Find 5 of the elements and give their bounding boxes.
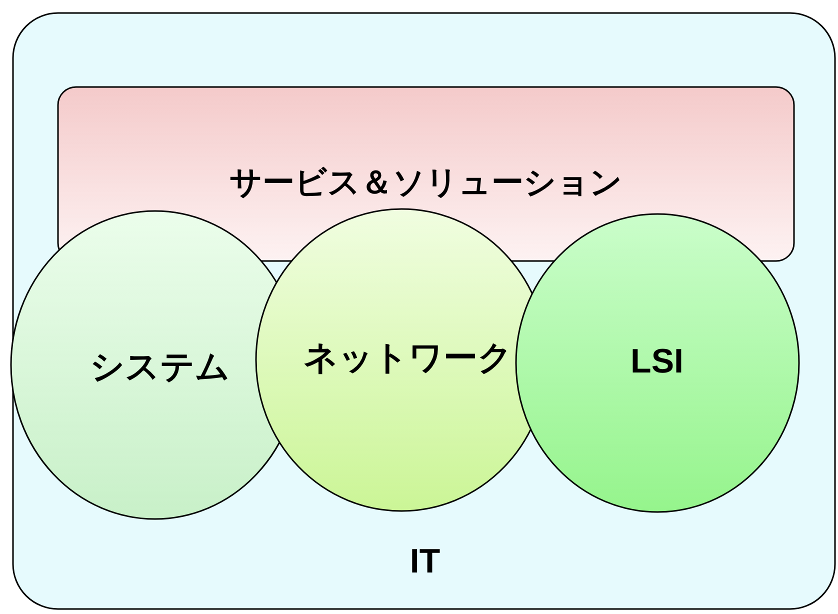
panel-title: IT (410, 542, 440, 582)
circle-label: LSI (630, 342, 684, 382)
circle-label: ネットワーク (304, 338, 512, 379)
band-label: サービス＆ソリューション (230, 163, 622, 202)
circle-label: システム (90, 347, 230, 388)
